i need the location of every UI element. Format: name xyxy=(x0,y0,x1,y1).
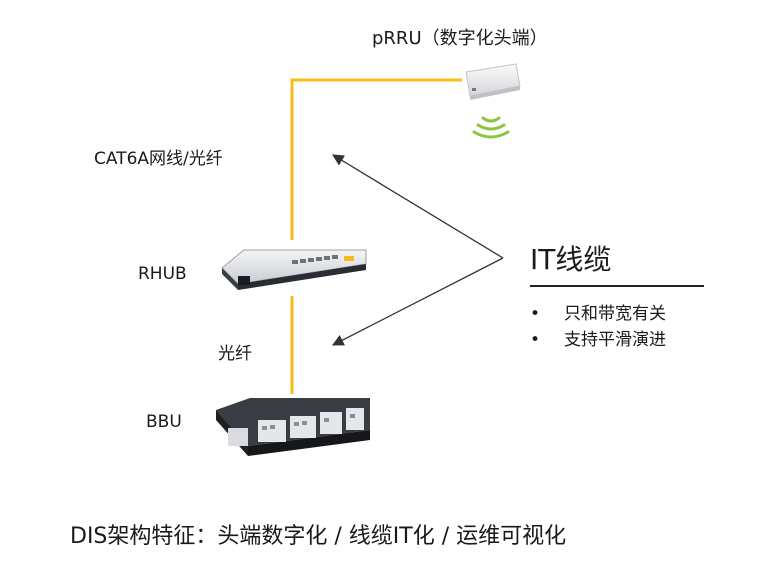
bullet-text: 支持平滑演进 xyxy=(564,330,666,350)
rhub-label: RHUB xyxy=(138,264,187,284)
bullet-text: 只和带宽有关 xyxy=(564,304,666,324)
bullet-dot: • xyxy=(530,330,541,350)
wifi-signal-icon xyxy=(472,116,510,139)
it-cable-title: IT线缆 xyxy=(530,243,612,276)
it-cable-bullets: • 只和带宽有关 • 支持平滑演进 xyxy=(530,302,666,354)
cable-line xyxy=(290,78,462,394)
it-cable-divider xyxy=(530,285,704,287)
arrow-to-cat6a xyxy=(331,154,504,259)
dis-footer-caption: DIS架构特征：头端数字化 / 线缆IT化 / 运维可视化 xyxy=(70,524,567,549)
rhub-device-icon xyxy=(221,249,367,290)
prru-title: pRRU（数字化头端） xyxy=(372,28,548,49)
bullet-item: • 支持平滑演进 xyxy=(530,328,666,354)
prru-device-icon xyxy=(465,63,521,100)
fiber-cable-label: 光纤 xyxy=(218,344,252,364)
cat6a-cable-label: CAT6A网线/光纤 xyxy=(94,149,223,169)
arrow-to-fiber xyxy=(331,257,504,346)
bbu-device-icon xyxy=(216,398,370,456)
it-cable-arrows xyxy=(331,154,504,346)
bullet-item: • 只和带宽有关 xyxy=(530,302,666,328)
bbu-label: BBU xyxy=(146,412,182,432)
bullet-dot: • xyxy=(530,304,541,324)
